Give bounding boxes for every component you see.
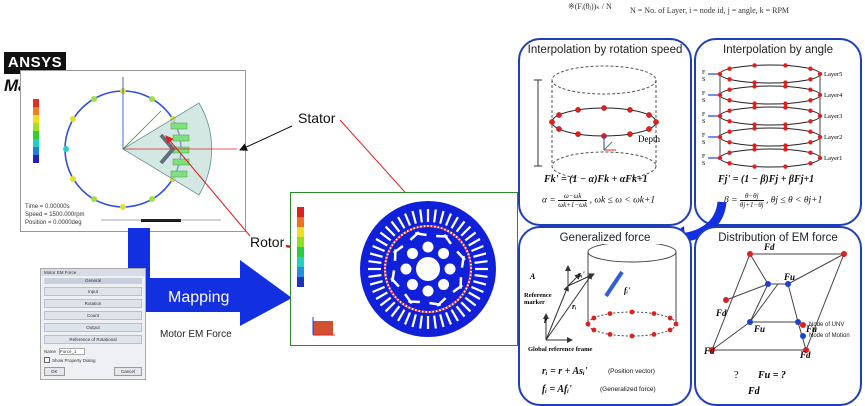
maxwell-field-plot [33,77,237,222]
dist-eq-bottom: Fd [748,386,760,397]
rotor-holes [390,231,466,307]
dialog-check-label: Show Property Dialog [52,357,96,363]
dialog-row-reference[interactable]: Reference of Rotational [44,335,142,344]
rotation-eq1: Fk' = (1 − α)Fk + αFk+1 [544,174,648,185]
angle-stack [708,63,823,169]
mapping-arrow [128,228,292,326]
panel-title-rotation: Interpolation by rotation speed [527,44,683,56]
gen-label-global-frame: Global reference frame [528,346,593,353]
em-force-dialog: Motor EM Force General Input Rotation Co… [40,268,146,380]
dist-fd-left: Fd [716,308,727,318]
dialog-title: Motor EM Force [41,269,145,276]
layer-label-3: Layer3 [824,113,843,120]
mapping-label: Mapping [168,289,230,306]
legend-unv: Node of UNV [800,322,844,328]
generalized-nodes [585,309,679,339]
dist-fu-upper: Fu [784,272,796,282]
header-legend: N = No. of Layer, i = node id, j = angle… [630,6,790,15]
angle-eq1: Fj' = (1 − β)Fj + βFj+1 [718,174,815,185]
layer-label-4: Layer4 [824,92,843,99]
force-legend [297,207,304,287]
readout-position: Position = 0.0000deg [25,220,82,226]
dialog-row-rotation[interactable]: Rotation [44,299,142,308]
panel-title-generalized: Generalized force [559,232,651,244]
layer-label-2: Layer2 [824,134,843,141]
field-legend [33,99,39,163]
panel-rotation-speed: Interpolation by rotation speed Depth Fk… [518,38,692,226]
rotation-nodes [549,105,659,139]
panel-angle: Interpolation by angle Layer5 Layer4 Lay… [694,38,862,226]
maxwell-viewport: Time = 0.00000s Speed = 1500.000rpm Posi… [20,70,246,232]
gen-label-ref-marker: Reference marker [524,292,552,306]
dist-eq-box: ? [734,370,739,381]
dist-fu-mid: Fu [754,324,766,334]
dist-fd-bottom-right: Fd [800,350,811,360]
gen-label-r: r [544,316,548,325]
generalized-diagram [543,244,679,343]
layer-label-1: Layer1 [824,155,843,162]
force-ring [384,225,472,313]
motor-cross-section [297,201,496,337]
stator-slots [368,209,488,329]
rotation-eq2: α = ω−ωk ωk+1−ωk , ωk ≤ ω < ωk+1 [542,192,656,209]
panel-distribution: Distribution of EM force Fd Fu Fd Fu Fu … [694,226,862,406]
gen-eq2: fᵢ = Afᵢ' [542,384,572,395]
panel-title-distribution: Distribution of EM force [718,232,838,244]
dist-fd-top: Fd [764,242,775,252]
gen-label-A: A [530,272,536,281]
dialog-cancel-button[interactable]: Cancel [113,367,142,376]
dialog-row-output[interactable]: Output [44,323,142,332]
dialog-tab[interactable]: General [44,278,142,284]
panel-generalized: Generalized force A Reference marker r r… [518,226,692,406]
gen-eq2-note: (Generalized force) [600,386,656,393]
dist-fu-right: Fu [806,324,818,334]
dialog-checkbox[interactable] [44,357,50,363]
stator-label: Stator [298,110,336,126]
gen-label-s: sᵢ' [578,270,585,279]
dialog-name-field[interactable]: Force_1 [59,348,86,355]
motor-frame [290,192,518,346]
layer-label-5: Layer5 [824,71,843,78]
panel-title-angle: Interpolation by angle [723,44,833,56]
gen-label-ri: rᵢ [572,302,577,311]
dialog-ok-button[interactable]: OK [44,367,65,376]
header-formula: ※(Fᵢ(θⱼ))ₖ / N [568,2,612,11]
ansys-logo: ANSYS [4,52,66,74]
rotor-label: Rotor [250,234,285,250]
distribution-diagram [709,251,847,353]
rotation-cylinder [534,65,659,178]
depth-label: Depth [638,134,660,144]
distribution-nodes [709,251,847,353]
motor-em-force-label: Motor EM Force [160,329,232,340]
dialog-row-count[interactable]: Count [44,311,142,320]
dialog-row-input[interactable]: Input [44,287,142,296]
gen-eq1-note: (Position vector) [608,368,655,375]
gen-eq1: rᵢ = r + Asᵢ' [542,366,588,377]
angle-eq2: β = θ−θj θj+1−θj , θj ≤ θ < θj+1 [724,192,823,209]
gen-label-f: fᵢ' [624,286,631,295]
dialog-name-label: Name [44,349,57,354]
readout-speed: Speed = 1500.000rpm [25,212,85,218]
dist-fd-bottom: Fd [704,346,715,356]
layer-stack [708,63,823,169]
readout-time: Time = 0.00000s [25,204,70,210]
legend-motion: Node of Motion [800,333,850,339]
dist-eq: Fu = ? [758,370,786,381]
triad-box [313,321,333,335]
